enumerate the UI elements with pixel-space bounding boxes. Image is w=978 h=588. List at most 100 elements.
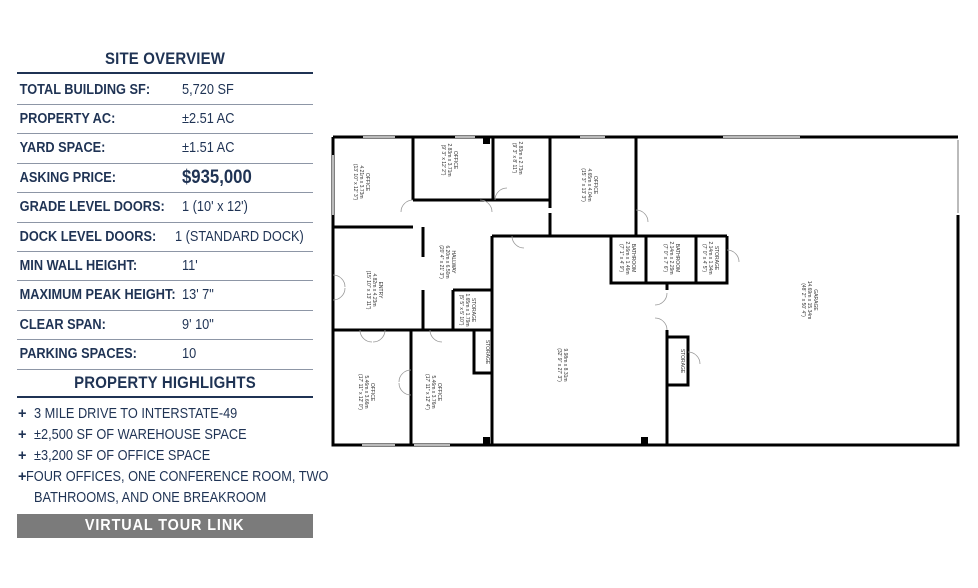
room-imperial: (5' 5" x 5' 10") [458,295,464,326]
highlights-title: PROPERTY HIGHLIGHTS [74,373,256,392]
divider [17,396,313,398]
row-value: 10 [182,346,197,363]
plus-icon: + [18,427,27,443]
room-imperial: (15' 10" x 13' 11") [365,271,371,310]
highlight-text: FOUR OFFICES, ONE CONFERENCE ROOM, TWO [26,469,329,485]
row-value: ±1.51 AC [182,140,235,157]
overview-row: DOCK LEVEL DOORS: 1 (STANDARD DOCK) [17,222,313,252]
room-label: 2.83m x 2.73m(9' 3" x 8' 11") [511,141,523,174]
room-imperial: (32' 9" x 27' 3") [556,348,562,382]
overview-row: TOTAL BUILDING SF: 5,720 SF [17,75,313,105]
site-overview-title: SITE OVERVIEW [104,49,226,68]
room-imperial: (9' 3" x 8' 11") [511,143,517,174]
highlight-text: 3 MILE DRIVE TO INTERSTATE-49 [34,406,238,422]
room-name: OFFICE [436,383,442,402]
highlight-item: + ±2,500 SF OF WAREHOUSE SPACE [17,427,317,443]
room-metric: 9.98m x 8.31m [562,348,568,381]
room-imperial: (7' 0" x 4' 5") [701,244,707,272]
room-metric: 4.65m x 4.04m [586,168,592,201]
row-label: DOCK LEVEL DOORS: [19,228,157,245]
room-metric: 14.69m x 15.34m [806,281,812,320]
room-name: STORAGE [484,340,490,365]
room-label: STORAGE [679,349,685,374]
room-imperial: (9' 3" x 12' 2") [440,145,446,176]
highlight-item: +3 MILE DRIVE TO INTERSTATE-49 [17,406,317,422]
room-metric: 6.20m x 6.50m [444,245,450,278]
room-metric: 5.46m x 3.66m [363,375,369,408]
row-value: 1 (10' x 12') [182,199,248,216]
room-imperial: (13' 10" x 12' 3") [352,164,358,201]
room-metric: 2.83m x 3.71m [446,143,452,176]
row-label: YARD SPACE: [19,140,106,157]
highlight-text: ±3,200 SF OF OFFICE SPACE [34,448,211,464]
highlight-item: +FOUR OFFICES, ONE CONFERENCE ROOM, TWO [17,469,329,485]
room-name: HALLWAY [450,251,456,275]
room-name: OFFICE [592,176,598,195]
room-metric: 4.21m x 3.73m [358,165,364,198]
room-metric: 5.46m x 3.76m [430,375,436,408]
plus-icon: + [18,469,27,485]
room-imperial: (7' 0" x 7' 6") [662,244,668,272]
room-label: STORAGE [484,340,490,365]
room-name: ENTRY [377,282,383,300]
room-imperial: (7' 1" x 4' 9") [618,244,624,272]
row-label: MIN WALL HEIGHT: [19,257,138,274]
overview-row: GRADE LEVEL DOORS: 1 (10' x 12') [17,193,313,223]
row-label: GRADE LEVEL DOORS: [19,199,165,216]
overview-row: YARD SPACE: ±1.51 AC [17,134,313,164]
room-imperial: (15' 3" x 13' 3") [580,168,586,202]
room-name: BATHROOM [674,244,680,273]
room-imperial: (48' 2" x 50' 4") [800,283,806,317]
overview-row: PARKING SPACES: 10 [17,340,313,370]
room-label: 9.98m x 8.31m(32' 9" x 27' 3") [556,348,568,382]
room-imperial: (20' 4" x 21' 3") [438,245,444,279]
room-metric: 2.14m x 2.29m [668,241,674,274]
highlight-item: BATHROOMS, AND ONE BREAKROOM [17,490,317,506]
row-label: PROPERTY AC: [19,110,116,127]
room-imperial: (17' 11" x 12' 4") [424,374,430,410]
room-name: OFFICE [452,151,458,170]
room-name: OFFICE [369,383,375,402]
row-label: PARKING SPACES: [19,346,137,363]
overview-row: MIN WALL HEIGHT: 11' [17,251,313,282]
columns [483,137,648,445]
overview-row: MAXIMUM PEAK HEIGHT: 13' 7" [17,281,313,311]
room-name: STORAGE [679,349,685,374]
door-swings [332,187,740,396]
room-metric: 2.16m x 1.46m [624,241,630,274]
room-imperial: (17' 11" x 12' 0") [357,374,363,410]
row-label: TOTAL BUILDING SF: [19,81,151,98]
highlight-text: BATHROOMS, AND ONE BREAKROOM [34,490,267,506]
plus-icon: + [18,406,27,422]
windows [332,136,959,446]
row-value: 11' [182,257,198,274]
room-name: STORAGE [713,246,719,271]
highlight-text: ±2,500 SF OF WAREHOUSE SPACE [34,427,247,443]
overview-row: ASKING PRICE:$935,000 [17,163,313,194]
overview-row: CLEAR SPAN: 9' 10" [17,310,313,341]
room-name: BATHROOM [630,244,636,273]
row-label: ASKING PRICE: [19,169,117,186]
row-value: 13' 7" [182,287,214,304]
row-label: CLEAR SPAN: [19,316,106,333]
virtual-tour-link-button[interactable]: VIRTUAL TOUR LINK [17,514,313,538]
room-name: GARAGE [812,289,818,311]
row-value: 9' 10" [182,316,214,333]
room-metric: 4.82m x 4.23m [371,273,377,306]
virtual-tour-label: VIRTUAL TOUR LINK [85,517,245,534]
row-value: 1 (STANDARD DOCK) [175,228,305,245]
row-label: MAXIMUM PEAK HEIGHT: [19,287,176,304]
row-value: 5,720 SF [182,81,234,98]
